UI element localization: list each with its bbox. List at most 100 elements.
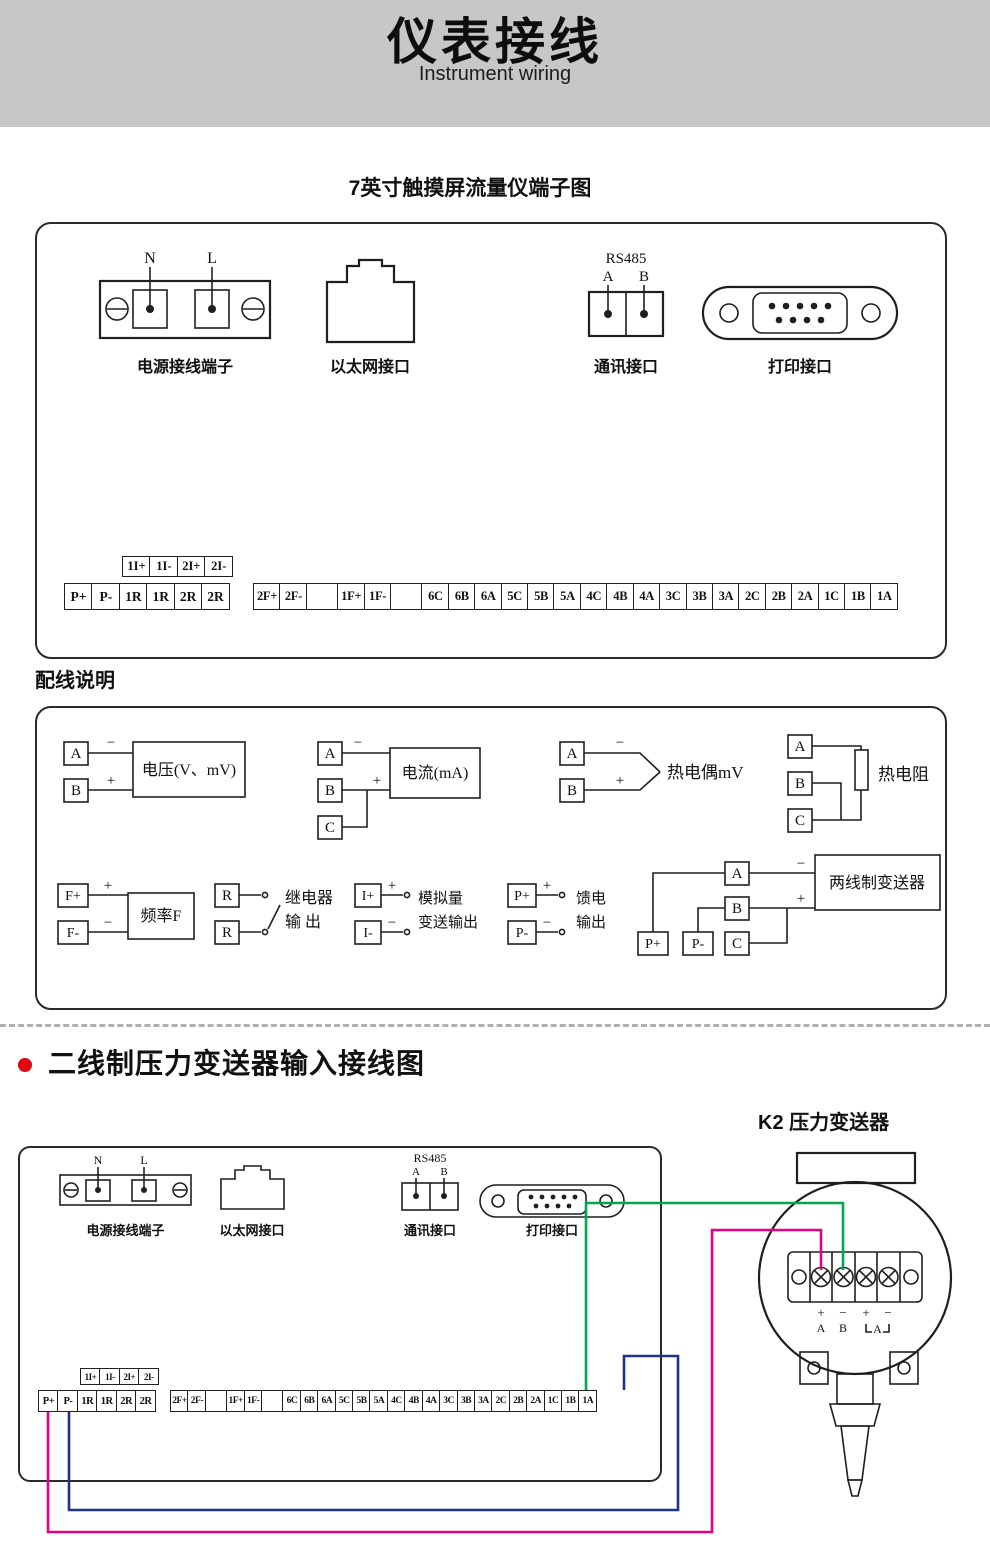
terminal-cell: 6C <box>282 1390 302 1412</box>
terminal-cell: 2R <box>115 1390 137 1412</box>
current-input-strip-small: 1I+1I-2I+2I- <box>80 1368 160 1385</box>
terminal-p-plus: P+ <box>645 937 661 952</box>
terminal-cell: 5B <box>352 1390 372 1412</box>
terminal-diagram-title: 7英寸触摸屏流量仪端子图 <box>348 177 592 200</box>
terminal-i-plus: I+ <box>362 889 375 904</box>
feed-output-diagram: P+ P- + − 馈电 输出 <box>507 878 606 945</box>
terminal-cell: 1I+ <box>122 556 151 577</box>
terminal-cell <box>305 583 339 610</box>
terminal-cell: 2F+ <box>170 1390 189 1412</box>
plus-sign: + <box>543 878 551 894</box>
terminal-cell: 5A <box>369 1390 389 1412</box>
terminal-cell: 2B <box>764 583 793 610</box>
wiring-diagrams: A B − + 电压(V、mV) A B C − + 电流(mA) A B <box>57 734 941 956</box>
frequency-label: 频率F <box>141 907 182 925</box>
terminal-cell: 1R <box>76 1390 98 1412</box>
pressure-transmitter-section-title: 二线制压力变送器输入接线图 <box>48 1048 426 1079</box>
wiring-notes-box <box>35 706 947 1010</box>
terminal-cell: P- <box>57 1390 79 1412</box>
terminal-c: C <box>795 813 805 829</box>
terminal-cell: 1R <box>118 583 148 610</box>
terminal-cell: P+ <box>38 1390 59 1412</box>
terminal-cell: 1I- <box>149 556 179 577</box>
power-connector-drawing-small: N L <box>59 1153 192 1206</box>
minus-sign: − <box>616 735 624 751</box>
rs485-caption: 通讯接口 <box>593 359 658 376</box>
terminal-cell: 1A <box>870 583 899 610</box>
terminal-cell: 3A <box>473 1390 493 1412</box>
rs485-a-label: A <box>603 269 614 285</box>
terminal-cell: 1F+ <box>226 1390 246 1412</box>
terminal-cell: 5B <box>527 583 556 610</box>
terminal-cell: 1B <box>843 583 872 610</box>
power-connector-drawing: N L <box>98 250 272 340</box>
pressure-transmitter-drawing: + − + − A B A <box>757 1151 953 1497</box>
terminal-cell: 1C <box>817 583 846 610</box>
terminal-cell: 4A <box>632 583 661 610</box>
power-n-label: N <box>144 250 156 267</box>
terminal-i-minus: I- <box>363 926 373 941</box>
voltage-label: 电压(V、mV) <box>142 761 236 779</box>
printer-caption: 打印接口 <box>767 359 832 376</box>
sign-minus-1: − <box>839 1305 846 1320</box>
sign-plus-2: + <box>862 1305 869 1320</box>
rs485-b-label: B <box>440 1166 447 1178</box>
power-l-label: L <box>207 250 217 267</box>
terminal-cell: 2I- <box>138 1368 160 1385</box>
red-bullet-icon <box>18 1058 32 1072</box>
rs485-b-label: B <box>639 269 649 285</box>
terminal-cell: P+ <box>64 583 93 610</box>
terminal-a: A <box>325 746 336 762</box>
page-subtitle: Instrument wiring <box>418 62 572 85</box>
terminal-a-label: A <box>817 1321 826 1335</box>
two-wire-transmitter-diagram: A B C P+ P- − + 两线制变送器 <box>637 854 941 956</box>
two-wire-label: 两线制变送器 <box>829 874 925 892</box>
rs485-label: RS485 <box>606 251 647 267</box>
terminal-cell: 3B <box>685 583 714 610</box>
terminal-p-minus: P- <box>692 937 705 952</box>
terminal-cell: 5C <box>500 583 529 610</box>
terminal-r1: R <box>222 888 232 904</box>
terminal-cell: 4A <box>421 1390 441 1412</box>
frequency-input-diagram: F+ F- + − 频率F <box>57 878 195 945</box>
terminal-cell: 6B <box>299 1390 319 1412</box>
analog-output-diagram: I+ I- + − 模拟量 变送输出 <box>354 878 478 945</box>
plus-sign: + <box>388 878 396 894</box>
power-caption: 电源接线端子 <box>86 1223 165 1238</box>
ethernet-port-drawing <box>325 258 416 344</box>
terminal-a: A <box>567 746 578 762</box>
relay-output-diagram: R R 继电器 输 出 <box>214 883 333 945</box>
plus-sign: + <box>104 878 112 894</box>
terminal-cell: 3C <box>439 1390 459 1412</box>
rs485-port-drawing-small: RS485 A B <box>401 1151 459 1211</box>
rs485-a-label: A <box>412 1166 420 1178</box>
terminal-cell: 4B <box>606 583 635 610</box>
terminal-cell: 6B <box>447 583 476 610</box>
terminal-cell: 1F- <box>243 1390 263 1412</box>
terminal-cell: 1F- <box>363 583 392 610</box>
terminal-cell: 4B <box>404 1390 424 1412</box>
page-header: 仪表接线 Instrument wiring <box>0 0 990 127</box>
current-input-diagram: A B C − + 电流(mA) <box>317 735 481 840</box>
terminal-a: A <box>732 866 743 882</box>
rtd-label: 热电阻 <box>878 765 929 784</box>
printer-port-drawing-small <box>479 1184 625 1218</box>
printer-port-drawing <box>701 285 899 341</box>
feed-label-1: 馈电 <box>576 890 606 907</box>
terminal-cell: 2B <box>508 1390 528 1412</box>
current-label: 电流(mA) <box>402 764 469 782</box>
terminal-cell: 6C <box>421 583 450 610</box>
relay-label-2: 输 出 <box>285 913 321 931</box>
terminal-cell: 3A <box>711 583 740 610</box>
rs485-port-drawing: RS485 A B <box>587 251 665 338</box>
plus-sign: + <box>616 773 624 789</box>
minus-sign: − <box>104 915 112 931</box>
terminal-a: A <box>795 739 806 755</box>
terminal-cell: 1I+ <box>80 1368 101 1385</box>
wiring-notes-title: 配线说明 <box>35 670 115 692</box>
terminal-c: C <box>325 820 335 836</box>
power-caption: 电源接线端子 <box>136 359 233 376</box>
terminal-cell: 2C <box>491 1390 511 1412</box>
